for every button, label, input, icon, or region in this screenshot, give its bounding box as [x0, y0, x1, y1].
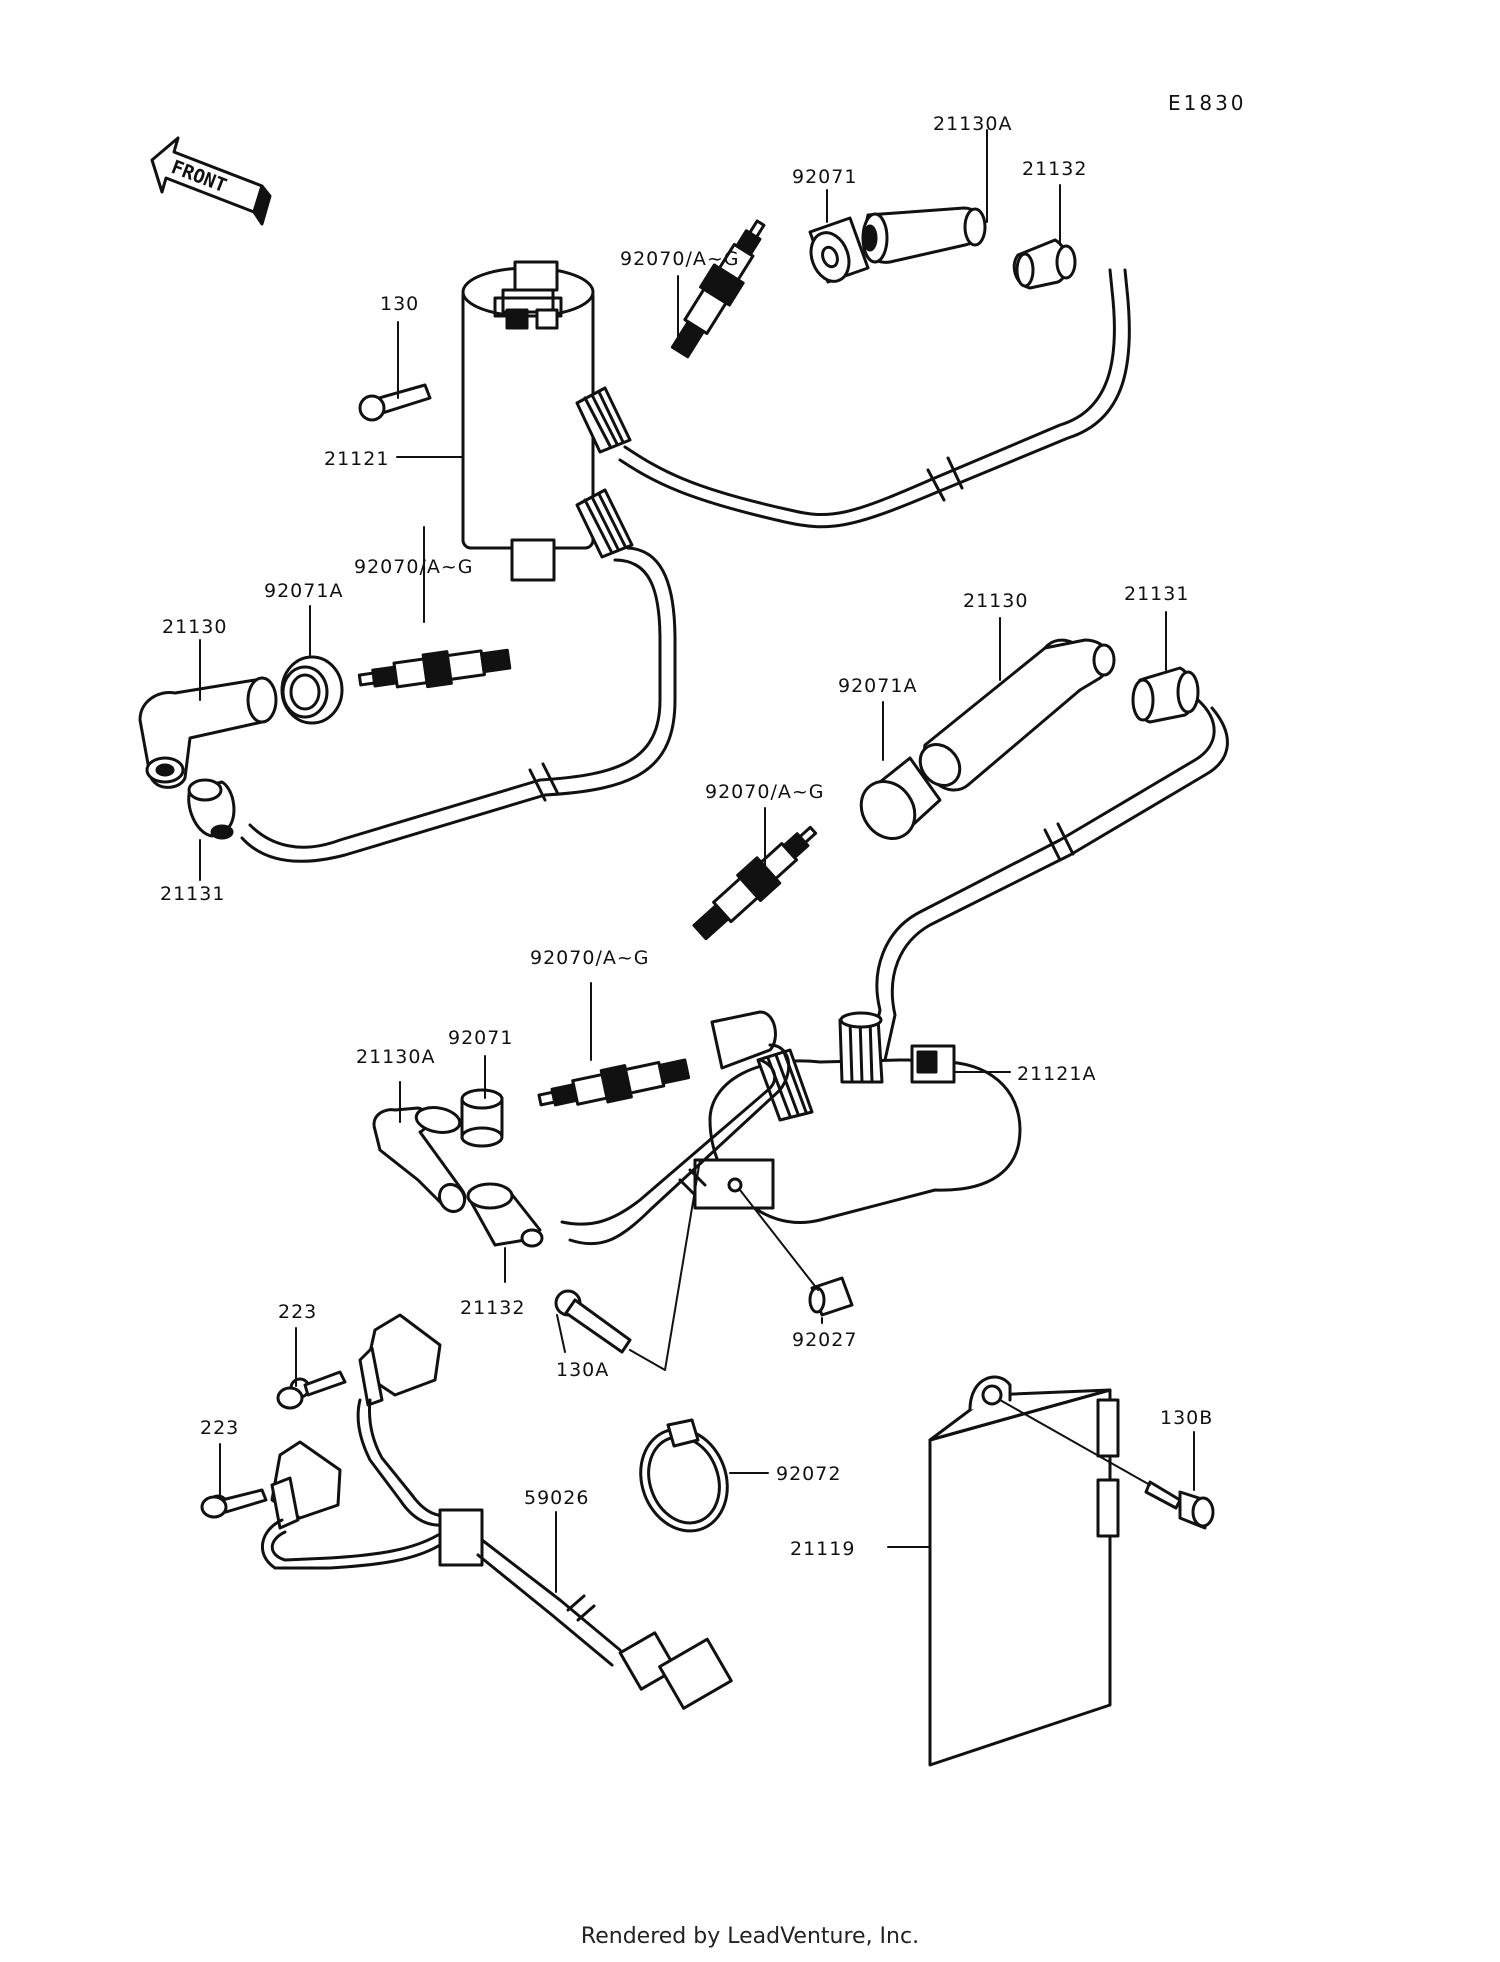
washer-92071-lower-left: [460, 1088, 504, 1148]
label-92072: 92072: [776, 1463, 841, 1485]
part-labels: 21130A 92071 21132 92070/A~G 130 21121 9…: [160, 113, 1213, 1560]
spark-plug-top: [670, 219, 766, 359]
bolt-130A: [554, 1289, 632, 1354]
label-223-a: 223: [278, 1301, 317, 1323]
washer-92071-top: [808, 216, 870, 284]
high-tension-wire-upper-left: [240, 546, 677, 863]
spark-plug-right: [692, 825, 818, 941]
screw-223-a: [276, 1386, 304, 1410]
label-21130A-top: 21130A: [933, 113, 1012, 135]
clamp-band-92072: [639, 1418, 729, 1533]
label-92070-lower: 92070/A~G: [530, 947, 649, 969]
bolt-130: [358, 383, 432, 422]
screw-223-b: [200, 1495, 228, 1519]
plug-cap-21130A-top: [861, 206, 987, 264]
ignition-coil-upper: [461, 260, 634, 582]
label-21130-left: 21130: [162, 616, 227, 638]
seal-21131-left: [187, 778, 236, 840]
label-21131-left: 21131: [160, 883, 225, 905]
spark-plug-lower-left: [537, 1058, 691, 1107]
seal-21131-right: [1131, 666, 1200, 724]
label-21132-top: 21132: [1022, 158, 1087, 180]
leader-lines: [199, 129, 1195, 1593]
diagram-code: E1830: [1168, 91, 1247, 115]
seal-21132-top: [1012, 238, 1077, 290]
label-130: 130: [380, 293, 419, 315]
render-credit: Rendered by LeadVenture, Inc.: [580, 1924, 920, 1949]
label-21130-right: 21130: [963, 590, 1028, 612]
label-21131-right: 21131: [1124, 583, 1189, 605]
label-92070-right: 92070/A~G: [705, 781, 824, 803]
label-92071A-right: 92071A: [838, 675, 917, 697]
label-21119: 21119: [790, 1538, 855, 1560]
label-21121A: 21121A: [1017, 1063, 1096, 1085]
high-tension-wire-right: [868, 698, 1229, 1062]
label-92071-top: 92071: [792, 166, 857, 188]
label-59026: 59026: [524, 1487, 589, 1509]
label-21132-lower: 21132: [460, 1297, 525, 1319]
grommet-92027: [808, 1276, 854, 1317]
ignition-coil-lower: [693, 1011, 1022, 1224]
plug-cap-21130A-lower-left: [372, 1106, 467, 1214]
label-92071A-left: 92071A: [264, 580, 343, 602]
high-tension-wire-lower-left: [560, 1010, 791, 1246]
label-130B: 130B: [1160, 1407, 1213, 1429]
igniter-21119: [928, 1375, 1120, 1767]
high-tension-wire-upper-right: [618, 268, 1131, 529]
washer-92071A-right: [859, 756, 942, 840]
wiring-harness-59026: [260, 1398, 733, 1710]
label-21130A-lower: 21130A: [356, 1046, 435, 1068]
label-223-b: 223: [200, 1417, 239, 1439]
label-92027: 92027: [792, 1329, 857, 1351]
plug-cap-21130-left: [138, 676, 278, 789]
label-21121: 21121: [324, 448, 389, 470]
pickup-coil-lower: [207, 1440, 342, 1530]
label-92070-left: 92070/A~G: [354, 556, 473, 578]
spark-plug-left: [357, 648, 512, 689]
label-130A: 130A: [556, 1359, 609, 1381]
washer-92071A-left: [280, 655, 344, 725]
label-92070-top: 92070/A~G: [620, 248, 739, 270]
seal-21132-lower-left: [466, 1182, 544, 1248]
label-92071-lower: 92071: [448, 1027, 513, 1049]
bolt-130B: [1144, 1480, 1215, 1530]
pickup-coil-upper: [289, 1313, 442, 1407]
front-arrow-icon: FRONT: [150, 136, 272, 226]
plug-cap-21130-right: [918, 638, 1116, 792]
